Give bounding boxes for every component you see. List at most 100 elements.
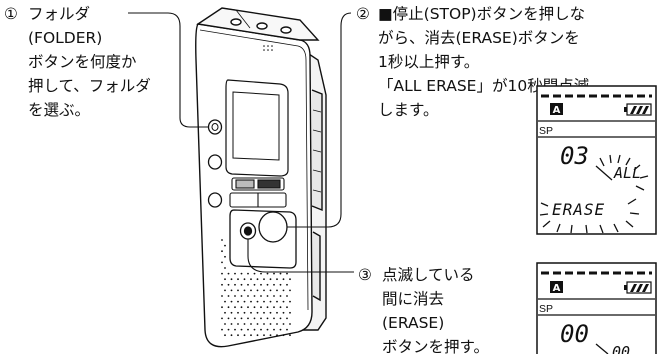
grille-dot [256,323,259,325]
grille-dot [243,289,246,292]
folder-letter-1: A [553,105,561,116]
grille-dot [289,311,291,314]
battery-icon [624,281,652,294]
grille-dot [250,311,252,314]
grille-dot [286,295,288,297]
grille-dot [282,289,285,292]
flash-ray [617,154,621,164]
grille-dot [221,283,223,286]
grille-dot [279,328,282,331]
grille-dot [224,323,226,325]
control-buttons [229,177,287,208]
grille-dot [269,278,272,281]
grille-dot [263,323,265,325]
grille-dot [276,289,278,292]
grille-dot [234,283,236,286]
flash-ray [599,157,605,167]
grille-dot [279,283,282,286]
grille-dot [286,283,288,286]
grille-dot [260,328,262,331]
flash-ray [639,175,649,179]
grille-dot [247,328,249,331]
grille-dot [282,300,285,303]
grille-dot [263,334,265,337]
grille-dot [260,295,262,297]
lcd-display-1: A SP 03 ALL ERASE [536,85,657,235]
grille-dot [269,323,272,325]
grille-dot [256,311,259,314]
grille-dot [260,283,262,286]
grille-dot [269,311,272,314]
side-buttons [207,154,223,208]
grille-dot [266,317,269,320]
grille-dot [243,323,246,325]
grille-dot [253,272,256,275]
flash-rays [539,154,649,234]
grille-dot [240,283,243,286]
folder-letter-2: A [553,283,561,294]
grille-dot [289,323,291,325]
grille-dot [221,317,223,320]
grille-dot [256,289,259,292]
step3-line-2: 間に消去 [382,290,445,308]
grille-dot [227,283,230,286]
grille-dot [273,272,275,275]
lcd-number-1: 03 [560,142,589,170]
grille-dot [253,295,256,297]
step2-line-2: がら、消去(ERASE)ボタンを [378,29,580,47]
mode-label-1: SP [539,125,553,137]
battery-icon [624,103,652,116]
grille-dot [276,334,278,337]
grille-dot [224,267,226,269]
lower-button-panel [229,209,297,269]
step2-line-1: ■停止(STOP)ボタンを押しな [378,5,586,23]
grille-dot [286,317,288,320]
grille-dot [273,306,275,309]
grille-dot [243,278,246,281]
grille-dot [266,295,269,297]
grille-dot [263,289,265,292]
grille-dot [250,334,252,337]
grille-dot [224,278,226,281]
step3-line-3: (ERASE) [382,314,445,332]
grille-dot [224,334,226,337]
speaker-grille [221,239,291,337]
grille-dot [237,323,239,325]
grille-dot [243,311,246,314]
lcd-all-text: ALL [613,164,641,182]
grille-dot [260,306,262,309]
grille-dot [247,272,249,275]
flash-ray [542,220,551,228]
grille-dot [230,334,233,337]
flash-ray [635,185,645,191]
flash-ray [625,220,634,228]
flash-ray [539,213,549,216]
lcd-sub-number-2: 00 [612,343,630,354]
grille-dot [221,328,223,331]
grille-dot [234,306,236,309]
grille-dot [256,300,259,303]
grille-dot [269,289,272,292]
stop-button [258,211,288,243]
lcd-display-2: A SP 00 00 [536,262,657,354]
flash-ray [613,223,619,233]
grille-dot [227,317,230,320]
grille-dot [266,283,269,286]
flash-ray [556,223,561,233]
grille-dot [230,289,233,292]
grille-dot [243,334,246,337]
grille-dot [240,272,243,275]
step3-line-1: 点滅している [382,266,475,284]
step2-line-3: 1秒以上押す。 [378,53,480,71]
grille-dot [243,300,246,303]
grille-dot [230,311,233,314]
grille-dot [221,239,223,241]
mode-label-2: SP [539,303,553,315]
grille-dot [230,300,233,303]
grille-dot [247,283,249,286]
grille-dot [266,328,269,331]
grille-dot [227,306,230,309]
grille-dot [256,334,259,337]
flash-ray [570,224,573,234]
grille-dot [282,323,285,325]
